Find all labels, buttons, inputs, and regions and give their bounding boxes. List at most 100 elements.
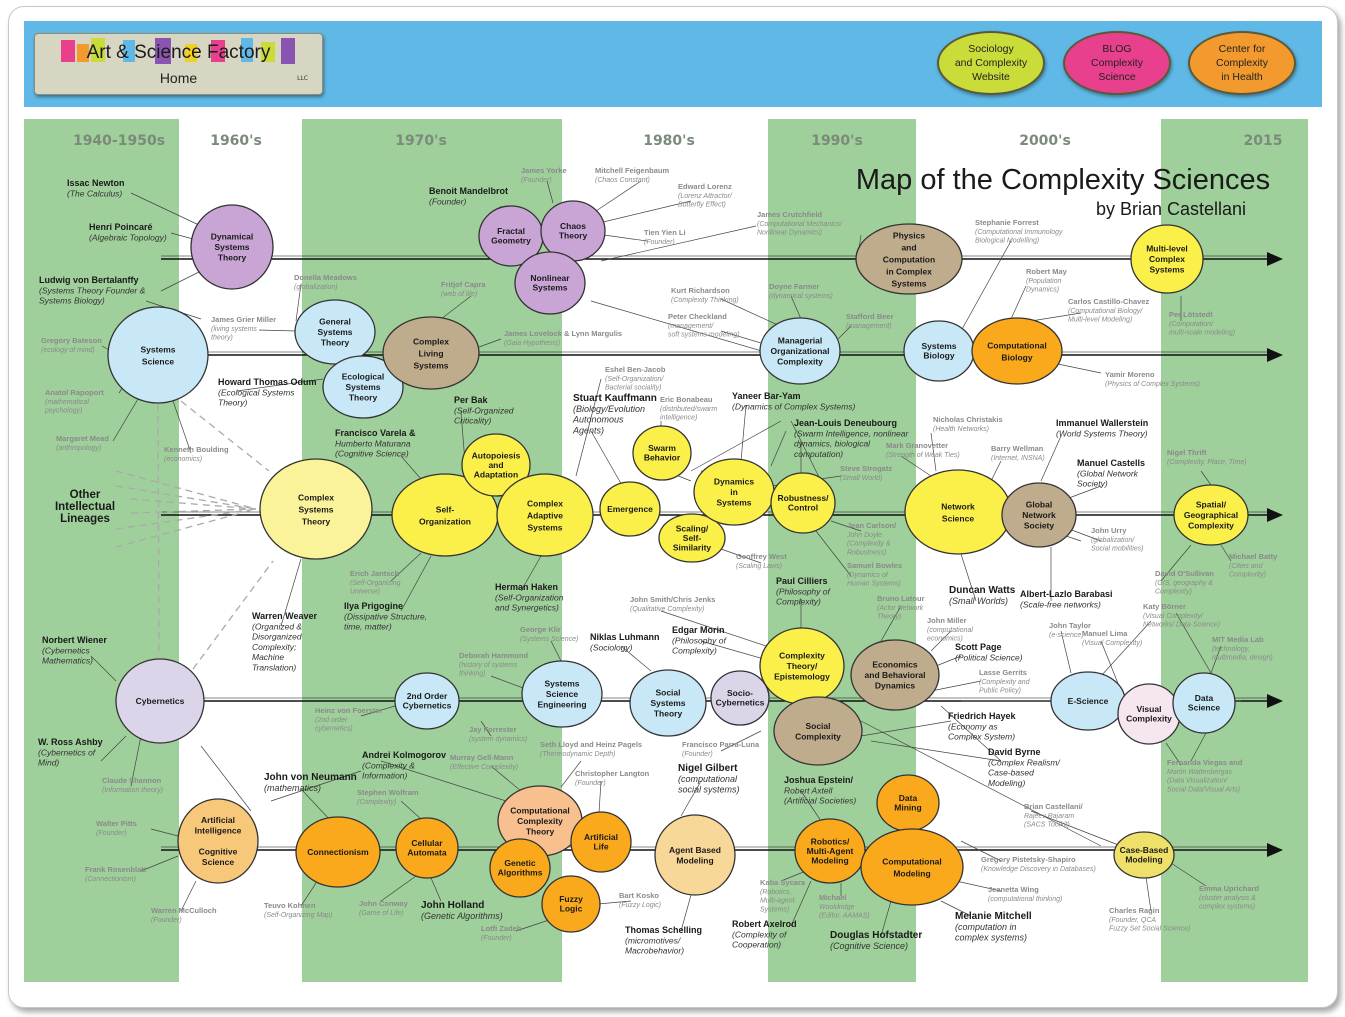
person-detail: Theory): [218, 398, 247, 408]
person-name: James Yorke: [521, 166, 567, 175]
person-detail: complex systems): [955, 933, 1027, 943]
connection-line: [170, 232, 194, 240]
person-detail: (dynamical systems): [769, 293, 833, 300]
person-name: John Taylor: [1049, 621, 1091, 630]
person-detail: (Founder): [96, 830, 127, 837]
person-kurt-richardson: Kurt Richardson(Complexity Thinking): [671, 286, 739, 304]
person-detail: (living systems: [211, 326, 257, 333]
person-teuvo-kohnen: Teuvo Kohnen(Self-Organizing Map): [264, 901, 332, 919]
person-steve-strogatz: Steve Strogatz(Small World): [840, 464, 892, 482]
person-name: Ludwig von Bertalanffy: [39, 275, 139, 285]
person-name: Heinz von Foerster: [315, 706, 383, 715]
person-detail: (Self-Organization: [495, 592, 564, 602]
node-shape: [971, 317, 1063, 385]
connection-line: [770, 430, 787, 467]
person-george-klir: George Klir(Systems Science): [520, 625, 578, 643]
person-francisco-varela: Francisco Varela &Humberto Maturana(Cogn…: [335, 428, 416, 459]
person-detail: (Cognitive Science): [830, 941, 908, 951]
person-david-byrne: David Byrne(Complex Realism/Case-basedMo…: [988, 747, 1061, 788]
map-title: Map of the Complexity Sciences: [856, 164, 1270, 196]
node-label-line: Society: [1024, 521, 1055, 531]
person-detail: (Founder): [682, 751, 713, 758]
person-name: Fernanda Viegas and: [1167, 758, 1243, 767]
connection-line: [960, 553, 977, 602]
connection-line: [592, 180, 642, 214]
node-label-line: Systems: [528, 523, 563, 533]
person-immanuel-wallerstein: Immanuel Wallerstein(World Systems Theor…: [1056, 418, 1148, 438]
logo-llc-label: LLC: [297, 75, 308, 82]
connection-line: [130, 735, 142, 787]
person-detail: (Robotics,: [760, 889, 792, 896]
person-peter-checkland: Peter Checkland(management/soft systems …: [668, 312, 740, 339]
person-detail: (Complexity &: [847, 541, 891, 548]
person-detail: (Scale-free networks): [1020, 599, 1101, 609]
node-label-line: Dynamical: [211, 232, 254, 242]
node-label-line: Systems: [922, 341, 957, 351]
map-frame: Art & Science Factory Home LLC Sociology…: [8, 6, 1338, 1008]
node-scaling-self-similarity: Scaling/Self-Similarity: [658, 513, 726, 563]
connection-line: [380, 875, 417, 902]
node-label-line: Systems: [215, 242, 250, 252]
person-name: Fritjof Capra: [441, 280, 486, 289]
connection-line: [880, 900, 892, 937]
connection-line: [380, 760, 507, 802]
connection-line: [1165, 742, 1182, 766]
connection-line: [1160, 544, 1192, 582]
person-detail: (management): [846, 323, 892, 330]
person-detail: (Connectionism): [85, 876, 136, 883]
node-label-line: Self-: [683, 533, 702, 543]
node-label-line: Control: [788, 503, 818, 513]
node-cybernetics: Cybernetics: [115, 658, 205, 744]
person-name: Edward Lorenz: [678, 182, 732, 191]
node-label-line: Modeling: [676, 855, 713, 865]
person-detail: (Artificial Societies): [784, 796, 856, 806]
person-warren-weaver: Warren Weaver(Organized &DisorganizedCom…: [252, 611, 318, 673]
node-label-line: E-Science: [1068, 696, 1109, 706]
person-detail: (Complexity &: [362, 760, 415, 770]
person-detail: (Dynamics of Complex Systems): [732, 401, 855, 411]
node-label-line: Visual: [1137, 704, 1162, 714]
node-label-line: Case-Based: [1120, 845, 1169, 855]
home-logo-button[interactable]: Art & Science Factory Home LLC: [34, 33, 323, 95]
person-detail: (Thermodynamic Depth): [540, 751, 615, 758]
node-shape: [382, 316, 480, 390]
person-name: Herman Haken: [495, 582, 558, 592]
node-shape: [1172, 672, 1236, 734]
person-detail: (The Calculus): [67, 188, 122, 198]
person-detail: computation): [794, 449, 843, 459]
person-james-crutchfield: James Crutchfield(Computational Mechanic…: [757, 210, 843, 237]
node-label-line: Social: [805, 721, 830, 731]
person-nigel-thrift: Nigel Thrift(Complexity, Place, Time): [1167, 448, 1247, 466]
era-label-1940-1950s: 1940-1950s: [73, 133, 165, 149]
person-john-smith-chris-jenks: John Smith/Chris Jenks(Qualitative Compl…: [630, 595, 715, 613]
lineage-dash: [130, 498, 257, 510]
node-label-line: Biology: [923, 351, 954, 361]
person-detail: (globalization/: [1091, 537, 1135, 544]
node-shape: [759, 317, 841, 385]
node-label-line: Connectionism: [307, 847, 369, 857]
person-edward-lorenz: Edward Lorenz(Lorenz Attractor/Butterfly…: [678, 182, 733, 209]
person-katia-sycara: Katia Sycara(Robotics,Multi-agentSystems…: [760, 878, 806, 913]
person-detail: (Cities and: [1229, 563, 1264, 570]
person-detail: (distributed/swarm: [660, 406, 717, 413]
person-detail: (Founder): [644, 239, 675, 246]
person-name: Claude Shannon: [102, 776, 162, 785]
person-detail: (Game of Life): [359, 910, 404, 917]
person-name: Friedrich Hayek: [948, 711, 1017, 721]
node-shape: [855, 223, 963, 295]
node-shape: [860, 828, 964, 906]
connection-line: [1210, 645, 1222, 674]
person-detail: (Population: [1026, 278, 1062, 285]
person-name: Frank Rosenblatt: [85, 865, 147, 874]
person-detail: Agents): [572, 425, 604, 435]
